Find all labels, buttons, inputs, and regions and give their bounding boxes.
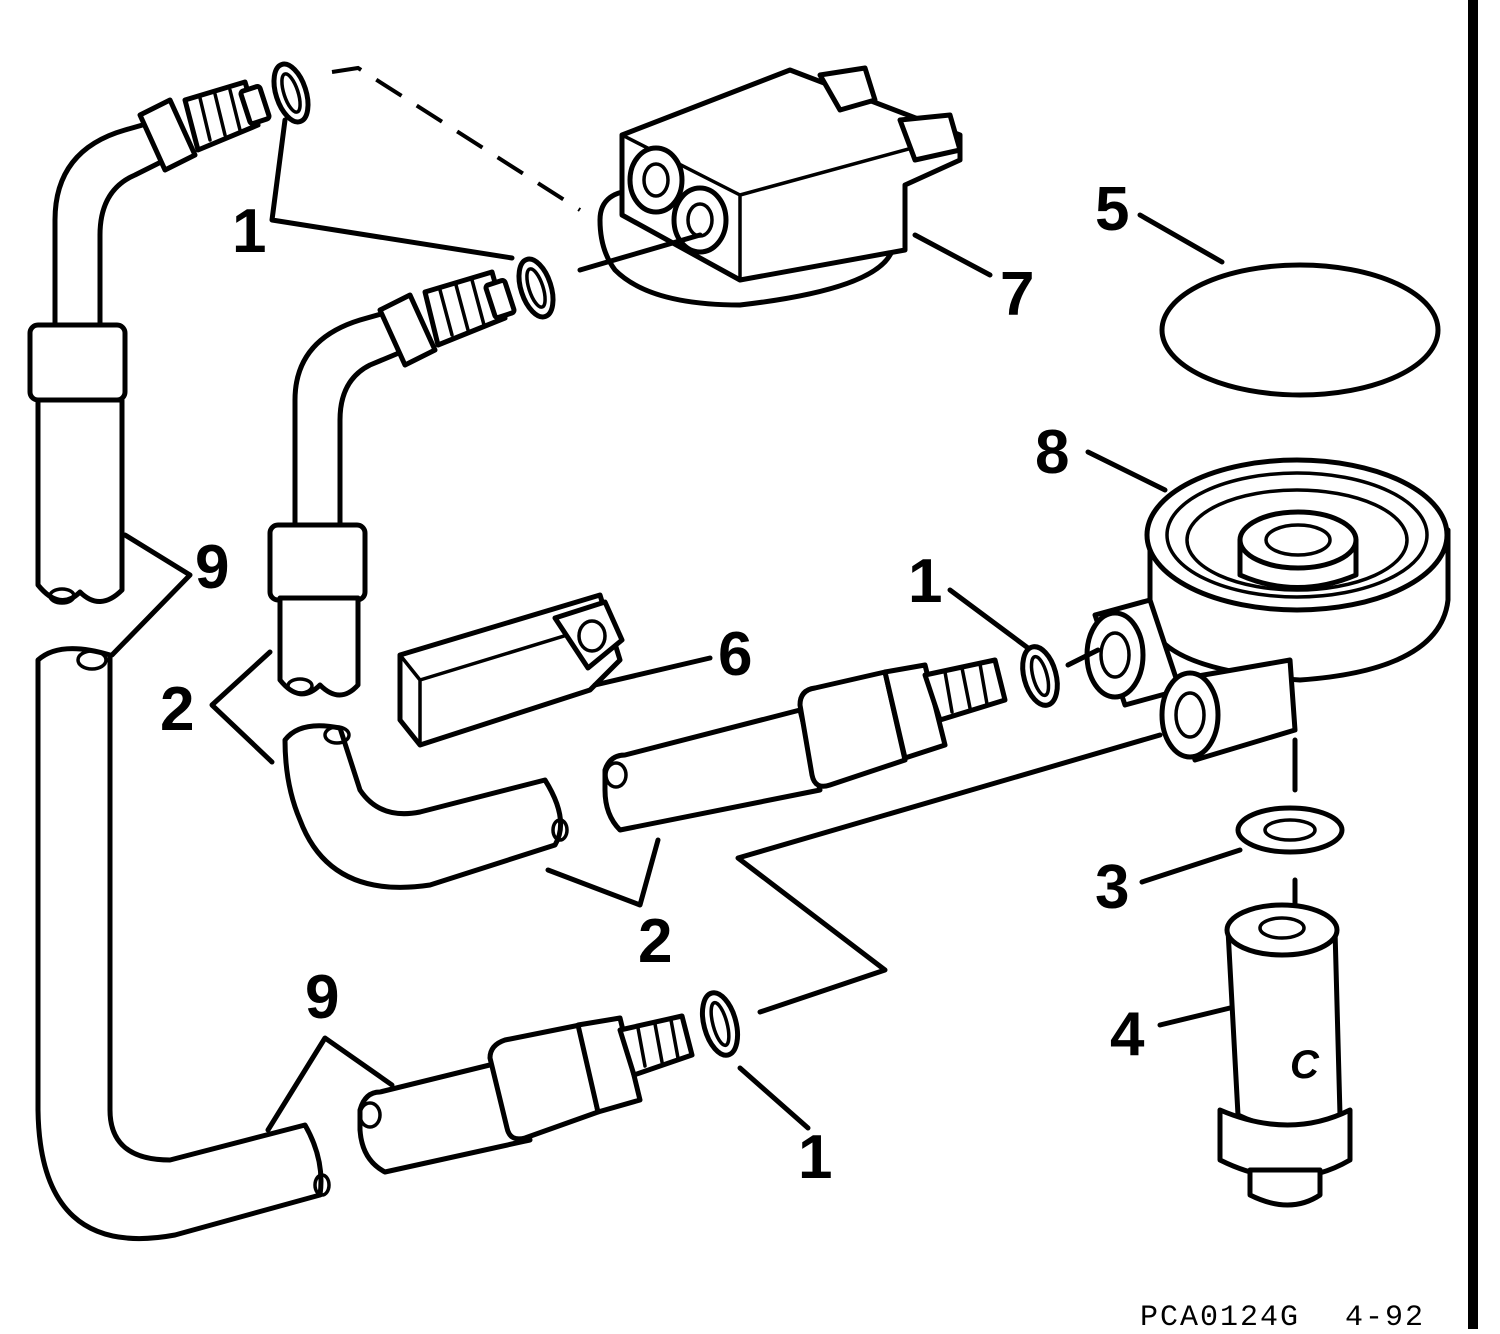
filter-housing-8 [1084,457,1451,763]
callout-8: 8 [1035,418,1069,487]
callout-7: 7 [1000,260,1034,329]
callout-5: 5 [1095,175,1129,244]
o-ring-1-lower [699,990,741,1058]
leader-lines [109,117,1243,1133]
callout-6: 6 [718,620,752,689]
callout-1-lower: 1 [798,1123,832,1192]
callout-2-bottom: 2 [638,907,672,976]
hose-9-lower [35,646,331,1242]
filter-adapter-7 [597,65,963,308]
figure-code: PCA0124G [1140,1301,1300,1329]
alignment-dash-line [331,65,582,212]
washer-3 [1235,805,1345,855]
oil-filter-4: C [1217,902,1353,1208]
filter-seal-5 [1159,262,1441,398]
callout-9-lower: 9 [305,963,339,1032]
alignment-line-vertical [1065,647,1298,908]
page-border-bar [1468,0,1478,1329]
o-ring-1-top [271,61,311,125]
o-ring-1-right [1020,644,1060,708]
hose-clip-6 [397,592,625,748]
callout-1-top: 1 [232,197,266,266]
hose-2-straight-fitting [602,657,1008,833]
hose-2-lower [282,723,569,890]
callout-3: 3 [1095,853,1129,922]
callout-2-left: 2 [160,675,194,744]
alignment-line-lower [735,732,1163,1015]
figure-date: 4-92 [1345,1301,1425,1329]
o-ring-1-mid [516,256,556,320]
callout-4: 4 [1110,1000,1145,1069]
callout-1-mid: 1 [908,547,942,616]
hose-9-upper [27,79,272,605]
filter-letter: C [1290,1043,1320,1087]
hose-2-elbow-upper [267,269,517,698]
callout-9-upper: 9 [195,533,229,602]
hose-9-straight-fitting [357,1013,695,1175]
